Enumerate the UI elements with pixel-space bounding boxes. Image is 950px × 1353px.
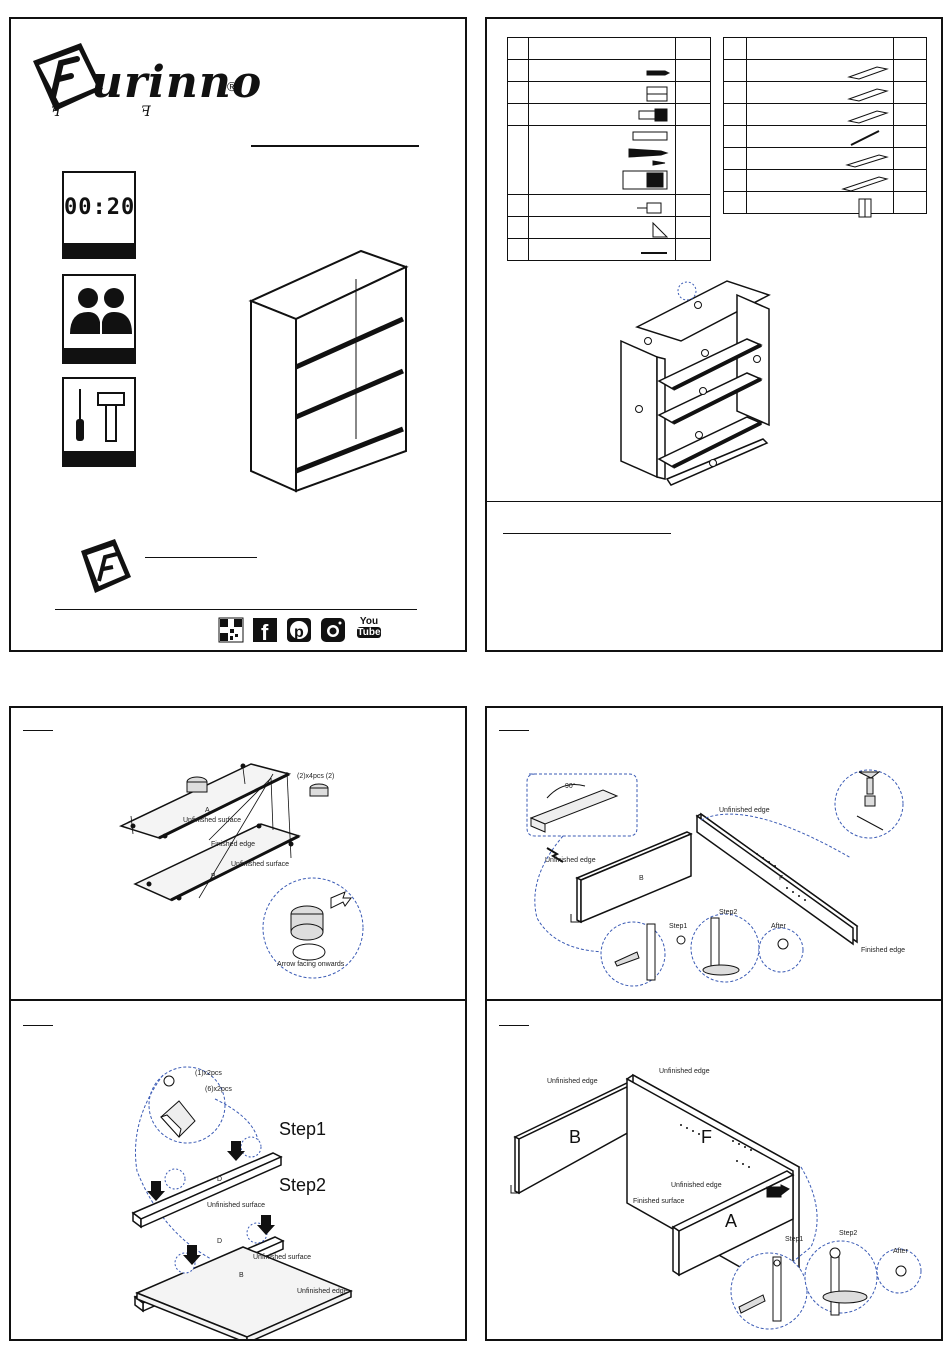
youtube-bottom-text: Tube (357, 627, 381, 638)
finished-edge-label: Finished edge (211, 841, 255, 848)
unfinished-surface-label: Unfinished surface (207, 1202, 265, 1209)
table-row (723, 37, 927, 60)
finished-surface-label: Finished surface (633, 1198, 684, 1205)
panel-f-label: F (701, 1127, 712, 1147)
step2-illustration: 90° (526, 769, 905, 987)
hardware-icons (622, 70, 671, 254)
part-d-label-lower: D (217, 1238, 222, 1245)
instagram-icon[interactable] (321, 618, 345, 642)
finished-edge-label: Finished edge (861, 947, 905, 954)
table-row (507, 216, 711, 239)
notes-heading-underline (503, 533, 671, 534)
step-heading-underline (23, 1025, 53, 1026)
people-box (62, 274, 136, 364)
time-label-bar (64, 243, 134, 257)
panel-f-label: F (779, 875, 783, 882)
cover-panel: urinno ® ꟻ ꟻ 00:20 (9, 17, 467, 652)
unfinished-edge-label: Unfinished edge (297, 1288, 348, 1295)
step-panel-3: (1)x2pcs (6)x2pcs Step1 Step2 D Unfinish… (9, 999, 467, 1341)
pinterest-icon[interactable]: p (287, 618, 311, 642)
parts-panel (485, 17, 943, 652)
step3-illustration: (1)x2pcs (6)x2pcs Step1 Step2 D Unfinish… (131, 1066, 353, 1339)
unfinished-edge-label-b: Unfinished edge (547, 1078, 598, 1085)
table-row (507, 238, 711, 261)
qty-callout-1: (1)x2pcs (195, 1070, 222, 1077)
exploded-view (620, 280, 771, 486)
panel-b-label: B (639, 875, 644, 882)
panel-a-label: A (205, 807, 210, 814)
unfinished-edge-label-f: Unfinished edge (659, 1068, 710, 1075)
qty-callout-2: (6)x2pcs (205, 1086, 232, 1093)
unfinished-surface-label-b: Unfinished surface (231, 861, 289, 868)
step4-illustration: Unfinished edge Unfinished edge Unfinish… (510, 1068, 922, 1330)
step-heading-underline (499, 1025, 529, 1026)
after-label: After (771, 923, 786, 930)
tools-label-bar (64, 451, 134, 465)
panel-b-label: B (239, 1272, 244, 1279)
panel-a-label: A (725, 1211, 737, 1231)
logo-glyph: ꟻ (141, 104, 151, 120)
step-panel-4: Unfinished edge Unfinished edge Unfinish… (485, 999, 943, 1341)
tools-box (62, 377, 136, 467)
step2-label: Step2 (839, 1230, 857, 1237)
brand-name: urinno (91, 57, 263, 108)
two-people-icon (70, 288, 132, 334)
step1-illustration: (2)x4pcs (2) A Unfinished surface Finish… (118, 763, 364, 979)
panel-icons (841, 66, 889, 218)
furinno-badge-icon (81, 539, 131, 593)
logo-glyph: ꟻ (51, 104, 61, 120)
furinno-logo-icon (33, 43, 103, 111)
youtube-top-text: You (359, 616, 379, 627)
unfinished-edge-label-a: Unfinished edge (671, 1182, 722, 1189)
panel-b-label: B (211, 873, 216, 880)
after-label: After (893, 1248, 908, 1255)
people-label-bar (64, 348, 134, 362)
step2-heading: Step2 (279, 1175, 326, 1195)
step-panel-1: (2)x4pcs (2) A Unfinished surface Finish… (9, 706, 467, 1001)
footer-rule (55, 609, 417, 610)
facebook-icon[interactable]: f (253, 618, 277, 645)
step-heading-underline (499, 730, 529, 731)
angle-label: 90° (565, 782, 576, 790)
timer-value: 00:20 (64, 195, 136, 220)
step1-heading: Step1 (279, 1119, 326, 1139)
qty-callout: (2)x4pcs (2) (297, 773, 334, 780)
title-underline (251, 145, 419, 147)
step-panel-2: 90° (485, 706, 943, 1001)
svg-text:f: f (261, 620, 269, 645)
bookcase-illustration (248, 249, 409, 493)
contact-underline (145, 557, 257, 558)
step1-label: Step1 (669, 923, 687, 930)
panel-b-label: B (569, 1127, 581, 1147)
svg-text:p: p (294, 624, 304, 641)
hardware-table (507, 37, 711, 261)
unfinished-surface-label-lower: Unfinished surface (253, 1254, 311, 1261)
table-row (507, 103, 711, 126)
arrow-note: Arrow facing onwards (277, 961, 345, 968)
step2-label: Step2 (719, 909, 737, 916)
registered-mark: ® (227, 79, 237, 94)
table-row (723, 191, 927, 214)
unfinished-surface-label-a: Unfinished surface (183, 817, 241, 824)
part-d-label: D (217, 1176, 222, 1183)
time-box: 00:20 (62, 171, 136, 259)
screwdriver-hammer-icon (76, 389, 125, 442)
panel-divider (487, 501, 941, 502)
qr-code-icon[interactable] (218, 617, 244, 643)
step-heading-underline (23, 730, 53, 731)
youtube-icon[interactable]: You Tube (357, 616, 381, 638)
unfinished-edge-label-b: Unfinished edge (545, 857, 596, 864)
step1-label: Step1 (785, 1236, 803, 1243)
unfinished-edge-label: Unfinished edge (719, 807, 770, 814)
